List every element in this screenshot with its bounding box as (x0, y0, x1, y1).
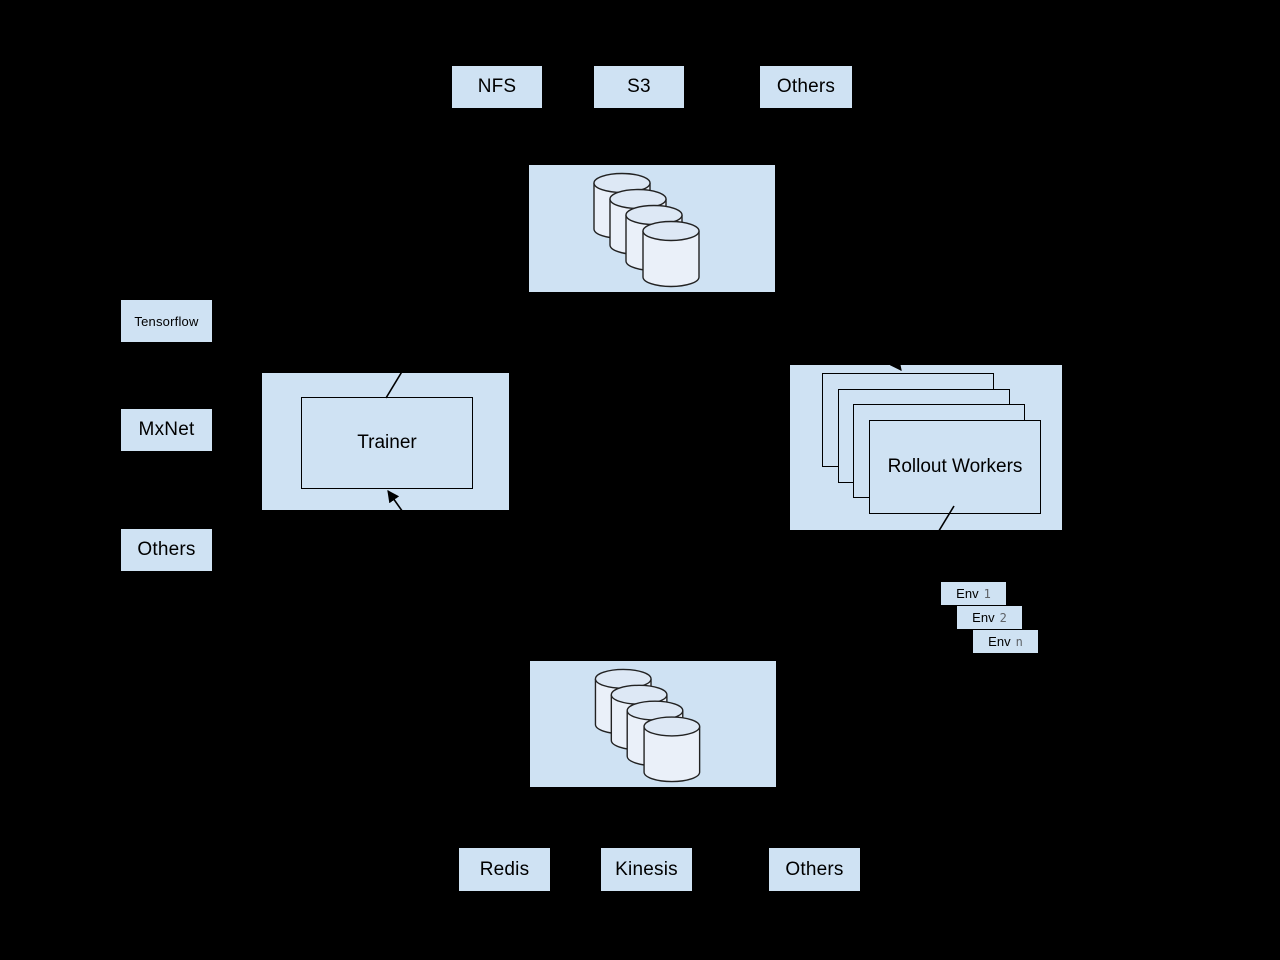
database-cylinders-icon (594, 668, 701, 783)
backend-box-s3: S3 (594, 66, 684, 108)
env-index: n (1015, 634, 1023, 649)
env-index: 1 (983, 586, 991, 601)
backend-box-kinesis: Kinesis (601, 848, 692, 891)
env-box-2: Env 2 (957, 606, 1022, 629)
trainer-box: Trainer (301, 397, 473, 489)
backend-box-others-bottom: Others (769, 848, 860, 891)
rollout-workers-container: Rollout Workers (790, 365, 1062, 530)
env-label: Env (988, 634, 1011, 649)
env-label: Env (972, 610, 995, 625)
trainer-container: Trainer (262, 373, 509, 510)
backend-box-redis: Redis (459, 848, 550, 891)
framework-box-others-left: Others (121, 529, 212, 571)
model-storage-box (529, 165, 775, 292)
framework-box-tensorflow: Tensorflow (121, 300, 212, 342)
env-index: 2 (999, 610, 1007, 625)
trajectory-storage-box (530, 661, 776, 787)
framework-box-mxnet: MxNet (121, 409, 212, 451)
env-box-n: Env n (973, 630, 1038, 653)
env-label: Env (956, 586, 979, 601)
backend-box-others-top: Others (760, 66, 852, 108)
backend-box-nfs: NFS (452, 66, 542, 108)
database-cylinders-icon (593, 172, 700, 288)
rollout-workers-box: Rollout Workers (869, 420, 1041, 514)
env-box-1: Env 1 (941, 582, 1006, 605)
